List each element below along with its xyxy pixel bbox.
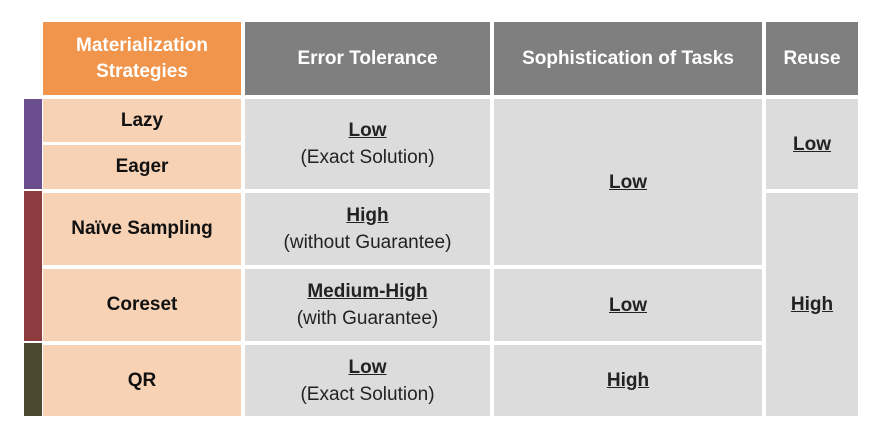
error-tolerance-coreset-note: (with Guarantee) bbox=[296, 308, 439, 329]
error-tolerance-naive-sampling: High (without Guarantee) bbox=[245, 193, 490, 265]
strategy-coreset: Coreset bbox=[43, 269, 241, 341]
error-tolerance-qr-note: (Exact Solution) bbox=[300, 383, 435, 405]
reuse-lazy-eager: Low bbox=[766, 99, 858, 189]
reuse-lazy-eager-level: Low bbox=[793, 133, 831, 155]
sophistication-qr-level: High bbox=[606, 370, 650, 391]
header-sophistication-label: Sophistication of Tasks bbox=[522, 47, 734, 69]
strategy-qr-label: QR bbox=[127, 369, 157, 391]
sophistication-qr: High bbox=[494, 345, 762, 416]
error-tolerance-coreset: Medium-High (with Guarantee) bbox=[245, 269, 490, 341]
sophistication-lazy-eager-naive: Low bbox=[494, 99, 762, 265]
group-bar-sampling bbox=[24, 191, 42, 341]
sophistication-coreset-level: Low bbox=[609, 294, 647, 316]
group-bar-materialized bbox=[24, 99, 42, 189]
header-reuse: Reuse bbox=[766, 22, 858, 95]
strategy-qr: QR bbox=[43, 345, 241, 416]
group-bar-qr bbox=[24, 343, 42, 416]
header-strategies-line1: Materialization bbox=[76, 34, 208, 56]
strategy-naive-sampling-label: Naïve Sampling bbox=[71, 218, 213, 239]
error-tolerance-qr: Low (Exact Solution) bbox=[245, 345, 490, 416]
strategy-lazy-label: Lazy bbox=[120, 109, 164, 131]
sophistication-coreset: Low bbox=[494, 269, 762, 341]
header-strategies-line2: Strategies bbox=[96, 60, 188, 82]
sophistication-lazy-eager-naive-level: Low bbox=[609, 171, 647, 193]
reuse-naive-coreset-qr-level: High bbox=[790, 294, 834, 315]
strategy-eager-label: Eager bbox=[115, 156, 169, 177]
reuse-naive-coreset-qr: High bbox=[766, 193, 858, 416]
error-tolerance-coreset-level: Medium-High bbox=[307, 281, 428, 302]
error-tolerance-naive-note: (without Guarantee) bbox=[283, 232, 452, 253]
strategy-lazy: Lazy bbox=[43, 99, 241, 142]
error-tolerance-lazy-eager-note: (Exact Solution) bbox=[300, 147, 435, 168]
header-error-tolerance-label: Error Tolerance bbox=[297, 47, 438, 69]
header-sophistication: Sophistication of Tasks bbox=[494, 22, 762, 95]
strategy-eager: Eager bbox=[43, 145, 241, 189]
header-reuse-label: Reuse bbox=[783, 47, 841, 69]
header-materialization-strategies: Materialization Strategies bbox=[43, 22, 241, 95]
error-tolerance-lazy-eager-level: Low bbox=[348, 120, 387, 141]
error-tolerance-naive-level: High bbox=[346, 205, 389, 226]
strategy-coreset-label: Coreset bbox=[106, 294, 178, 315]
strategy-naive-sampling: Naïve Sampling bbox=[43, 193, 241, 265]
error-tolerance-lazy-eager: Low (Exact Solution) bbox=[245, 99, 490, 189]
header-error-tolerance: Error Tolerance bbox=[245, 22, 490, 95]
error-tolerance-qr-level: Low bbox=[348, 356, 387, 378]
